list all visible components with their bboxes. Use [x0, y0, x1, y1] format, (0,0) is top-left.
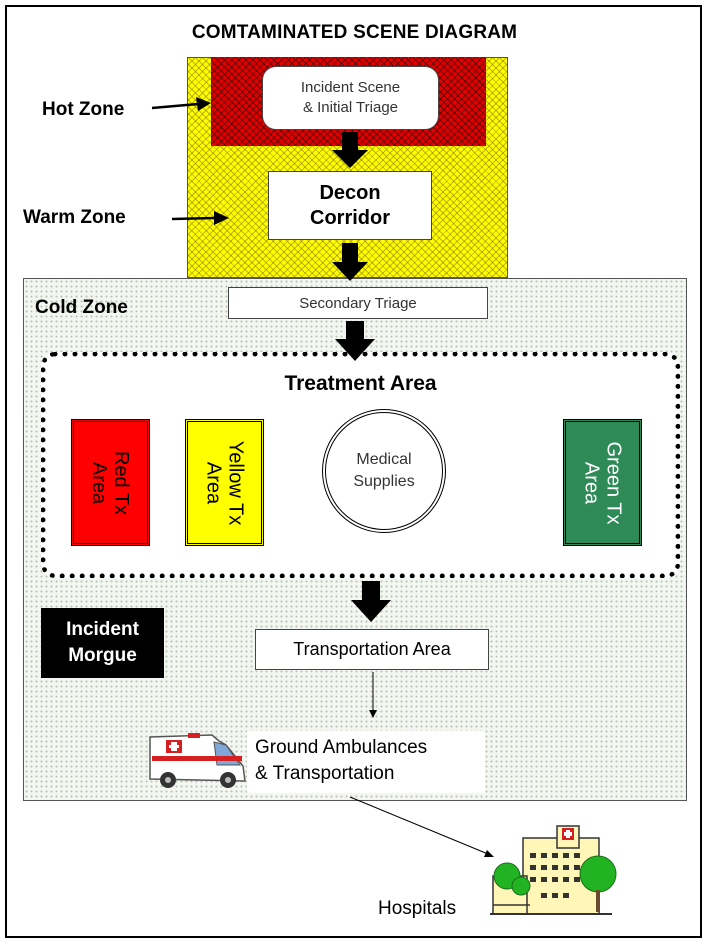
decon-corridor-label: Decon Corridor: [310, 181, 390, 229]
connector-transport-to-ambulances: [369, 672, 377, 718]
transportation-area-label: Transportation Area: [293, 639, 451, 659]
ambulances-label: Ground Ambulances & Transportation: [247, 731, 485, 793]
medical-supplies-label: Medical Supplies: [353, 451, 415, 490]
green-tx-area: Green Tx Area: [563, 419, 642, 546]
hospitals-label: Hospitals: [378, 898, 457, 919]
secondary-triage-label: Secondary Triage: [299, 294, 417, 312]
flow-arrow-incident-to-decon: [332, 132, 368, 168]
incident-scene-label: Incident Scene & Initial Triage: [300, 79, 401, 116]
secondary-triage-box: Secondary Triage: [228, 287, 488, 319]
warm-zone-label: Warm Zone: [23, 207, 126, 228]
hospital-icon: [490, 825, 617, 915]
flow-arrow-decon-to-secondary: [332, 243, 368, 281]
medical-supplies-circle: Medical Supplies: [322, 409, 446, 533]
hot-zone-label: Hot Zone: [42, 99, 125, 120]
yellow-tx-area: Yellow Tx Area: [185, 419, 264, 546]
ambulance-icon: [149, 733, 246, 788]
warm-zone-pointer-arrow: [171, 211, 229, 225]
diagram-title: COMTAMINATED SCENE DIAGRAM: [191, 22, 518, 43]
incident-scene-box: Incident Scene & Initial Triage: [262, 66, 439, 130]
cold-zone-label: Cold Zone: [35, 297, 128, 318]
connector-ambulances-to-hospitals: [349, 796, 494, 857]
decon-corridor-box: Decon Corridor: [268, 171, 432, 240]
flow-arrow-treatment-to-transport: [351, 581, 391, 622]
incident-morgue-label: Incident Morgue: [66, 619, 139, 666]
treatment-area-title: Treatment Area: [284, 372, 437, 395]
red-tx-area: Red Tx Area: [71, 419, 150, 546]
incident-morgue-box: Incident Morgue: [41, 608, 164, 678]
transportation-area-box: Transportation Area: [255, 629, 489, 670]
hot-zone-pointer-arrow: [151, 97, 211, 111]
flow-arrow-secondary-to-treatment: [335, 321, 375, 361]
